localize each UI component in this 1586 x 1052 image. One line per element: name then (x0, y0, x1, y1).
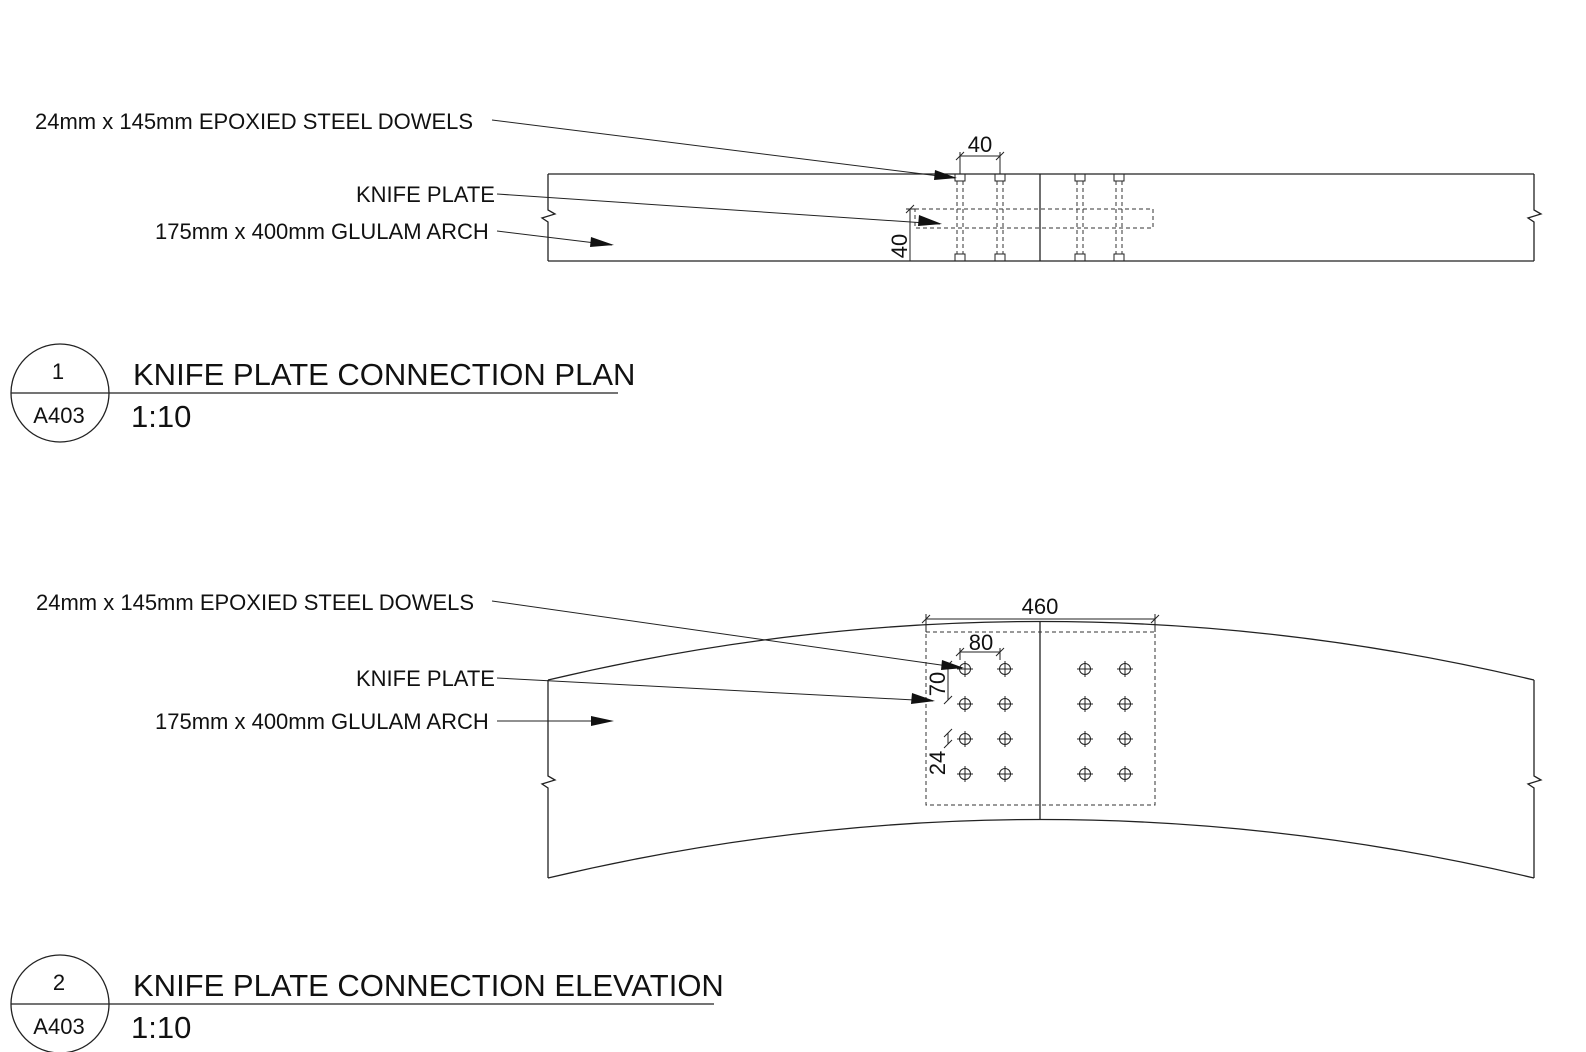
elevation-leader-glulam: 175mm x 400mm GLULAM ARCH (155, 709, 614, 734)
plan-label-glulam: 175mm x 400mm GLULAM ARCH (155, 219, 489, 244)
elevation-dowel-hole (1117, 766, 1133, 782)
plan-callout-title: KNIFE PLATE CONNECTION PLAN (133, 357, 635, 392)
elevation-dowel-hole (957, 731, 973, 747)
plan-dim-plate-edge: 40 (887, 204, 915, 261)
elevation-label-glulam: 175mm x 400mm GLULAM ARCH (155, 709, 489, 734)
plan-callout-sheet: A403 (33, 403, 84, 428)
elevation-glulam-arch-outline (540, 620, 1543, 879)
elevation-dim-plate-length: 460 (921, 594, 1160, 632)
elevation-callout: 2 A403 KNIFE PLATE CONNECTION ELEVATION … (10, 954, 724, 1052)
elevation-callout-scale: 1:10 (131, 1010, 191, 1045)
elevation-dim-dowel-spacing: 80 (955, 630, 1005, 660)
plan-view: 40 40 24mm x 145mm EPOXIED STEEL DOWELS … (35, 109, 1543, 262)
elevation-dim-row-spacing-text: 70 (925, 672, 950, 696)
plan-dim-dowel-spacing: 40 (955, 132, 1005, 174)
elevation-dowel-hole (997, 696, 1013, 712)
elevation-callout-title: KNIFE PLATE CONNECTION ELEVATION (133, 968, 724, 1003)
elevation-dowel-hole (1117, 661, 1133, 677)
elevation-dowel-hole (1117, 696, 1133, 712)
plan-dowel (994, 173, 1006, 262)
plan-knife-plate (914, 208, 1154, 229)
elevation-dowel-hole (957, 766, 973, 782)
plan-label-knife-plate: KNIFE PLATE (356, 182, 495, 207)
plan-label-dowels: 24mm x 145mm EPOXIED STEEL DOWELS (35, 109, 473, 134)
plan-glulam-beam-outline (540, 173, 1543, 262)
elevation-dowel-hole (957, 696, 973, 712)
plan-dim-dowel-spacing-text: 40 (968, 132, 992, 157)
elevation-dim-edge-distance: 24 (925, 728, 953, 775)
elevation-dowel-hole (997, 661, 1013, 677)
elevation-view: 460 80 70 24 24mm x 1 (36, 590, 1543, 879)
plan-callout-number: 1 (52, 359, 64, 384)
plan-dim-plate-edge-text: 40 (887, 234, 912, 258)
plan-callout-scale: 1:10 (131, 399, 191, 434)
elevation-dowel-hole (997, 731, 1013, 747)
elevation-dim-plate-length-text: 460 (1022, 594, 1059, 619)
elevation-leader-knife-plate: KNIFE PLATE (356, 666, 935, 704)
plan-dowel (954, 173, 966, 262)
plan-leader-glulam: 175mm x 400mm GLULAM ARCH (155, 219, 614, 247)
elevation-dowel-hole (1077, 731, 1093, 747)
elevation-dowel-grid (957, 661, 1133, 782)
elevation-dowel-hole (1077, 661, 1093, 677)
elevation-dowel-hole (957, 661, 973, 677)
plan-leader-knife-plate: KNIFE PLATE (356, 182, 942, 226)
elevation-dim-dowel-spacing-text: 80 (969, 630, 993, 655)
elevation-label-dowels: 24mm x 145mm EPOXIED STEEL DOWELS (36, 590, 474, 615)
elevation-callout-sheet: A403 (33, 1014, 84, 1039)
plan-leader-dowels: 24mm x 145mm EPOXIED STEEL DOWELS (35, 109, 957, 180)
plan-dowel (1074, 173, 1086, 262)
elevation-dowel-hole (1117, 731, 1133, 747)
elevation-dowel-hole (1077, 696, 1093, 712)
elevation-dowel-hole (997, 766, 1013, 782)
elevation-knife-plate (925, 631, 1156, 806)
elevation-callout-number: 2 (53, 970, 65, 995)
plan-dowel (1113, 173, 1125, 262)
elevation-dowel-hole (1077, 766, 1093, 782)
elevation-leader-dowels: 24mm x 145mm EPOXIED STEEL DOWELS (36, 590, 964, 670)
elevation-dim-edge-distance-text: 24 (925, 751, 950, 775)
plan-callout: 1 A403 KNIFE PLATE CONNECTION PLAN 1:10 (10, 343, 635, 443)
elevation-label-knife-plate: KNIFE PLATE (356, 666, 495, 691)
